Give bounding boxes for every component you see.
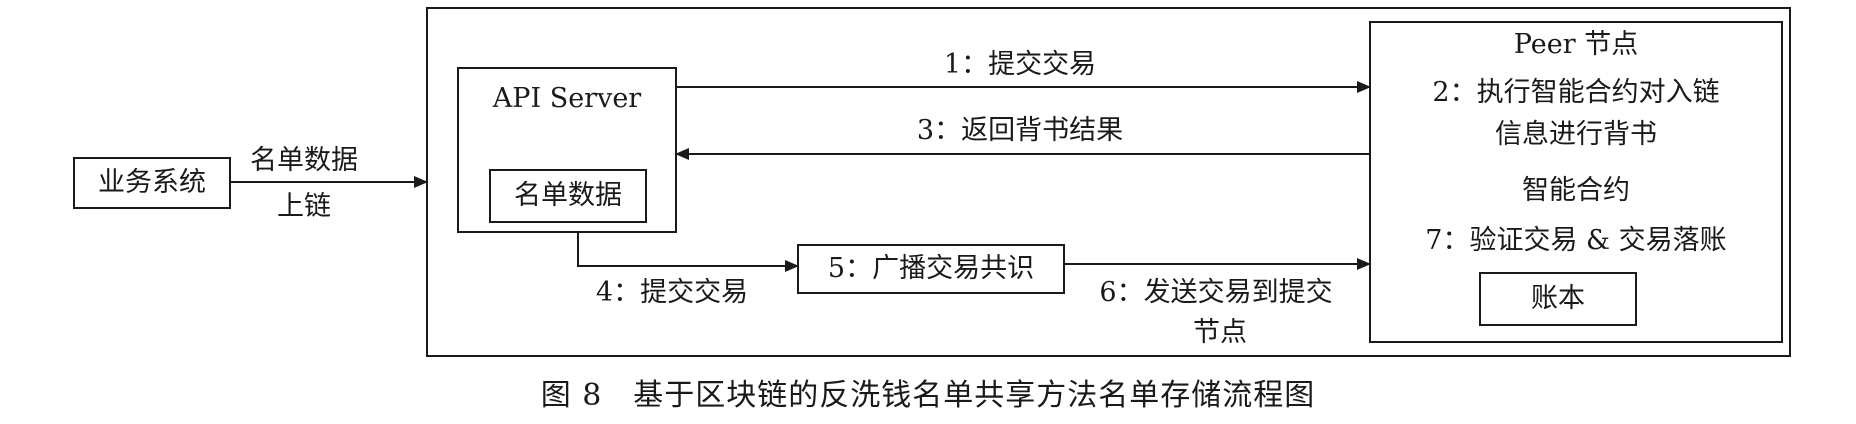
upload-label-line1: 名单数据: [250, 145, 358, 176]
step1-label: 1：提交交易: [943, 49, 1097, 80]
peer-step2-line2: 信息进行背书: [1495, 119, 1657, 150]
peer-node-box: [1369, 21, 1783, 343]
ledger-box: [1479, 272, 1637, 326]
peer-title: Peer 节点: [1513, 29, 1639, 60]
step4-arrow: [577, 232, 799, 272]
business-system-label: 业务系统: [98, 167, 206, 198]
list-data-box: [489, 169, 647, 223]
peer-step2-line1: 2：执行智能合约对入链: [1432, 77, 1720, 108]
figure-caption: 图 8 基于区块链的反洗钱名单共享方法名单存储流程图: [540, 378, 1316, 413]
step6-label-line2: 节点: [1193, 317, 1247, 348]
list-data-label: 名单数据: [514, 180, 622, 211]
smart-contract-label: 智能合约: [1522, 175, 1630, 206]
step5-label: 5：广播交易共识: [827, 253, 1035, 284]
ledger-label: 账本: [1531, 283, 1585, 314]
upload-label-line2: 上链: [277, 191, 331, 222]
step4-label: 4：提交交易: [595, 277, 749, 308]
step6-label-line1: 6：发送交易到提交: [1099, 277, 1333, 308]
peer-step7-label: 7：验证交易 & 交易落账: [1425, 225, 1727, 256]
api-server-title: API Server: [492, 83, 642, 114]
step3-label: 3：返回背书结果: [916, 115, 1124, 146]
